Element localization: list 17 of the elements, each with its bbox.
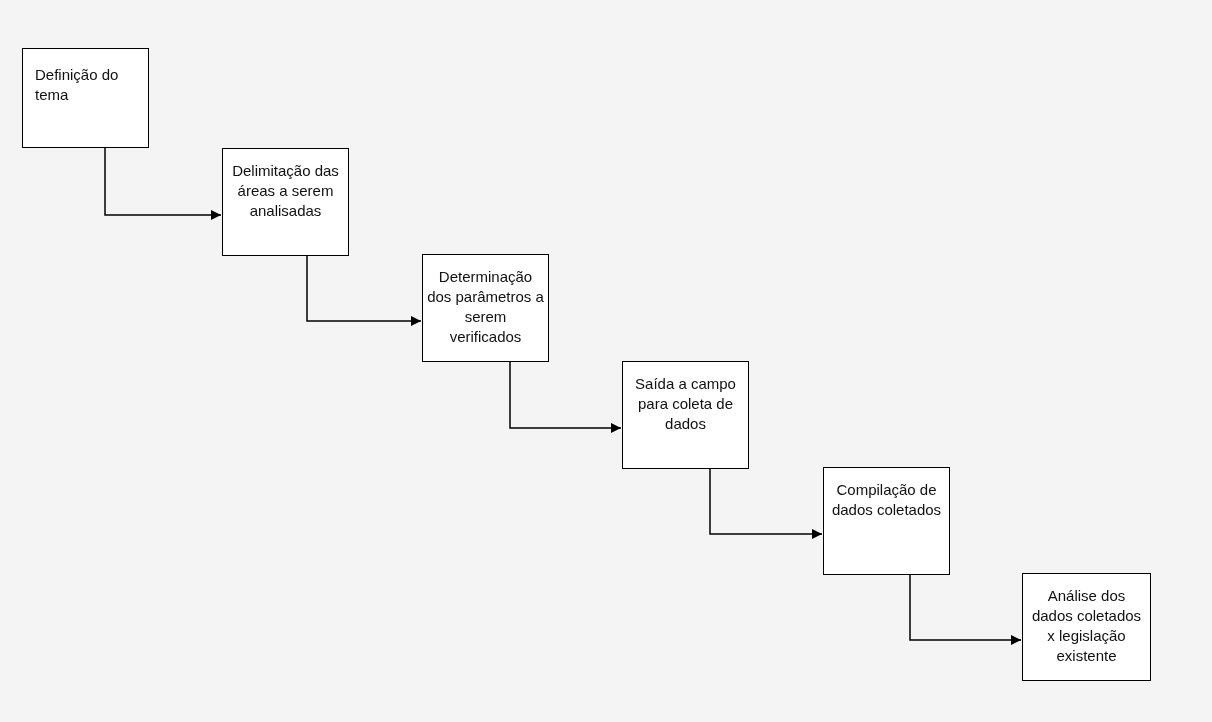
arrow xyxy=(509,361,622,433)
box-text: Definição do tema xyxy=(35,65,120,105)
process-box xyxy=(22,48,149,148)
arrow xyxy=(104,147,222,220)
arrow xyxy=(909,574,1022,645)
arrow xyxy=(709,468,823,539)
arrow xyxy=(306,255,422,326)
box-text: Compilação de dados coletados xyxy=(830,480,943,520)
process-box xyxy=(422,254,549,362)
box-text: Análise dos dados coletados x legislação existente xyxy=(1030,586,1143,666)
process-box xyxy=(622,361,749,469)
box-text: Delimitação das áreas a serem analisadas xyxy=(231,161,340,221)
box-text: Determinação dos parâmetros a serem verificados xyxy=(427,267,544,347)
process-box xyxy=(222,148,349,256)
box-text: Saída a campo para coleta de dados xyxy=(634,374,737,434)
process-box xyxy=(1022,573,1151,681)
process-box xyxy=(823,467,950,575)
